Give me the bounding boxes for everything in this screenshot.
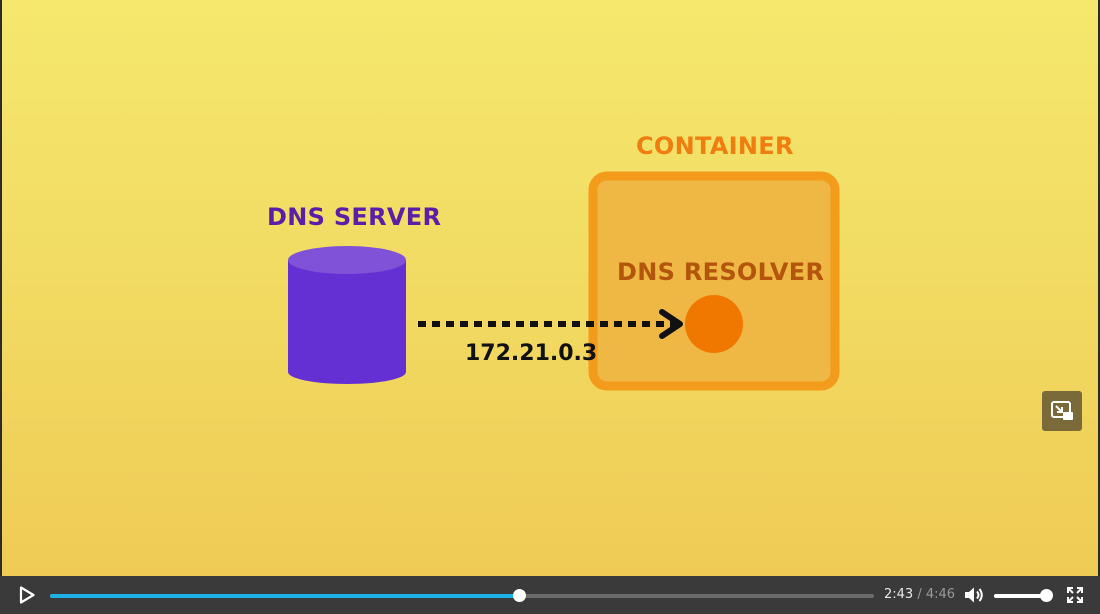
dns-diagram	[288, 171, 840, 391]
current-time: 2:43	[884, 587, 914, 602]
progress-fill	[50, 594, 519, 598]
dns-resolver-dot	[685, 295, 743, 353]
progress-bar[interactable]	[50, 589, 874, 602]
dns-server-label: DNS SERVER	[267, 203, 442, 231]
control-bar: 2:43 / 4:46	[0, 576, 1100, 614]
time-display: 2:43 / 4:46	[884, 587, 955, 602]
dotted-arrow	[418, 309, 683, 339]
dns-resolver-label: DNS RESOLVER	[617, 258, 825, 286]
progress-thumb[interactable]	[512, 589, 526, 602]
volume-thumb[interactable]	[1040, 589, 1053, 602]
fullscreen-icon	[1067, 587, 1083, 603]
volume-slider[interactable]	[994, 589, 1053, 602]
fullscreen-button[interactable]	[1064, 583, 1086, 607]
volume-button[interactable]	[962, 583, 986, 607]
ip-address-label: 172.21.0.3	[465, 341, 598, 366]
container-label: CONTAINER	[636, 132, 794, 160]
play-icon	[19, 586, 35, 604]
picture-in-picture-button[interactable]	[1042, 391, 1082, 431]
volume-icon	[965, 587, 983, 603]
play-button[interactable]	[14, 583, 40, 607]
picture-in-picture-icon	[1051, 401, 1073, 420]
video-frame[interactable]: DNS SERVER CONTAINER DNS RESOLVER 172.21…	[0, 0, 1100, 576]
dns-server-cylinder	[288, 246, 406, 384]
duration: 4:46	[925, 587, 956, 602]
container-box	[588, 171, 840, 391]
time-separator: /	[917, 587, 922, 602]
volume-fill	[994, 594, 1046, 598]
